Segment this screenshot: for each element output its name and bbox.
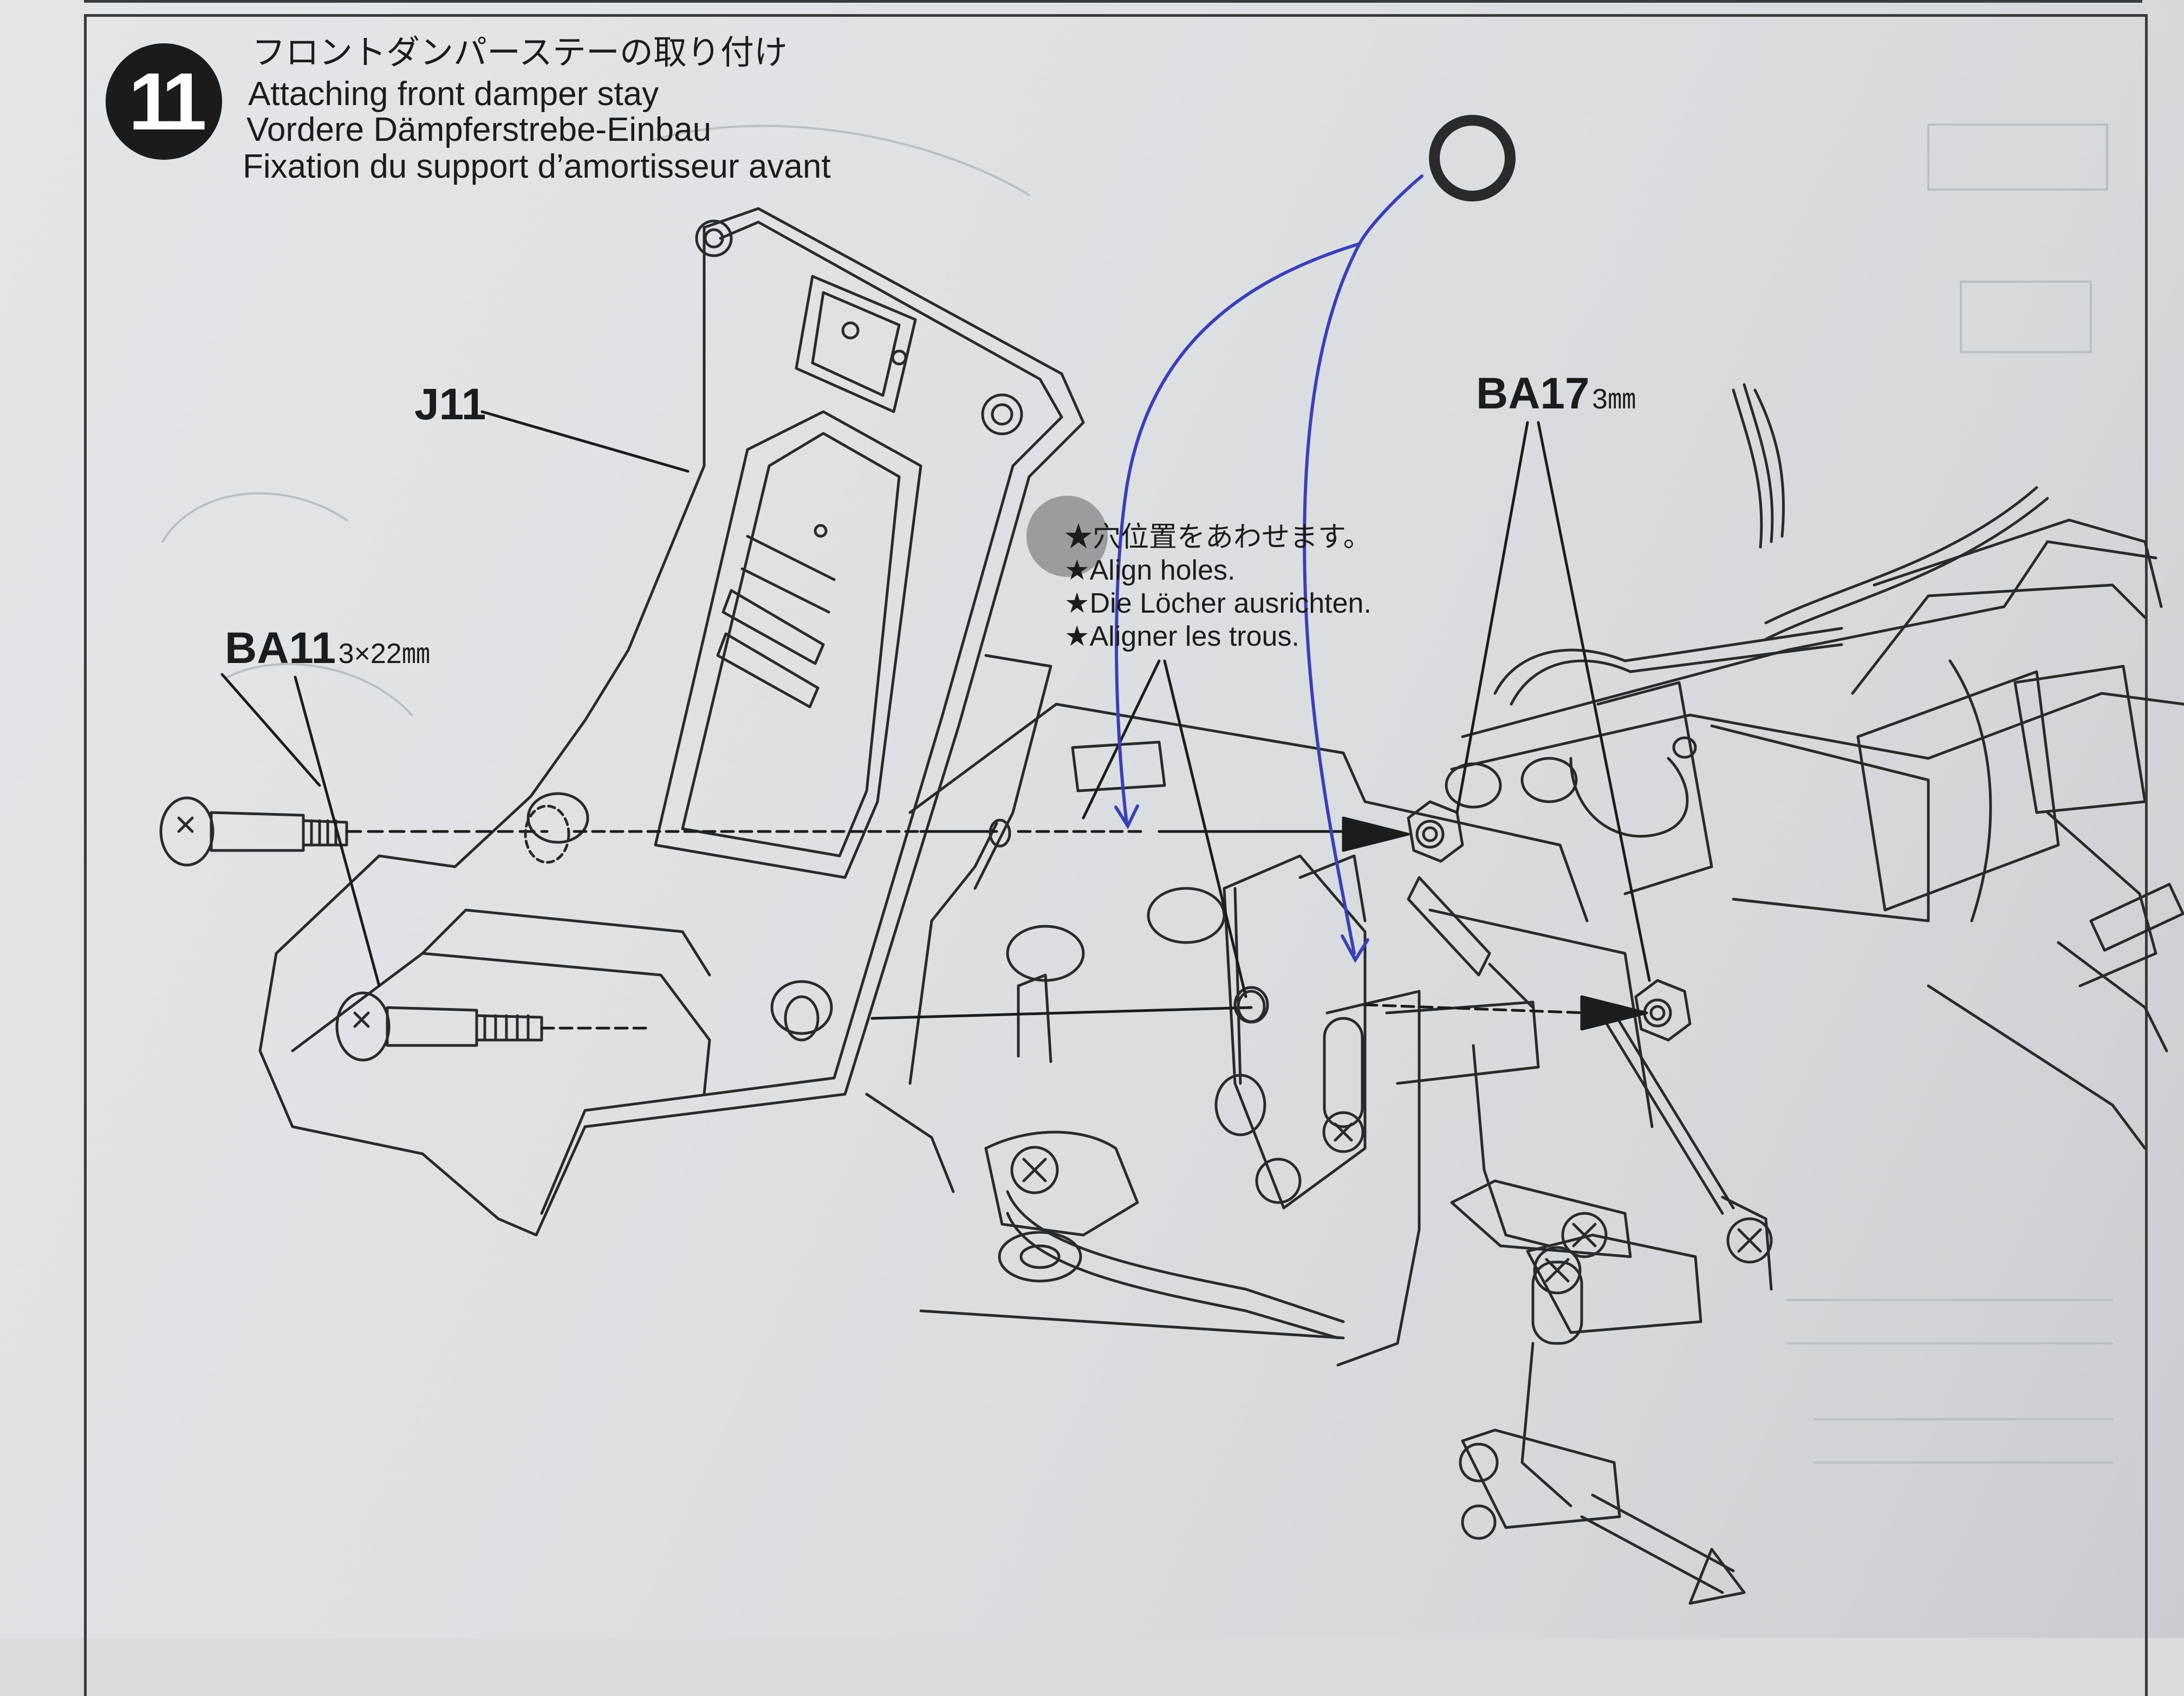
chassis-hole-lower (1237, 990, 1266, 1023)
plate-hole-lower (784, 995, 820, 1042)
arrow-head-upper (1342, 816, 1410, 852)
label-ba17: BA17 3㎜ (1476, 368, 1636, 419)
label-j11: J11 (414, 380, 486, 429)
ba17-size: 3㎜ (1592, 384, 1636, 415)
arrow-head-lower (1580, 995, 1648, 1031)
chassis-hole-upper (989, 818, 1011, 848)
ba11-code: BA11 (225, 623, 336, 673)
ba17-nut-lower (1634, 979, 1692, 1042)
step-title-en: Attaching front damper stay (248, 75, 659, 113)
step-frame (84, 14, 2148, 1696)
sticker-dot (1026, 496, 1108, 577)
note-en: ★Align holes. (1064, 555, 1236, 586)
step-title-de: Vordere Dämpferstrebe-Einbau (246, 111, 712, 148)
ba11-screw-lower (335, 991, 543, 1062)
step-title-fr: Fixation du support d’amortisseur avant (243, 148, 831, 185)
washer-sketch (1429, 115, 1516, 202)
note-jp: ★穴位置をあわせます。 (1064, 522, 1372, 553)
hidden-hole-upper (524, 804, 570, 864)
show-through-lines (161, 124, 2114, 1464)
page-top-border (84, 0, 2142, 24)
ba11-size: 3×22㎜ (338, 638, 430, 670)
assembly-illustration (159, 115, 2184, 1605)
step-number-badge: 11 (106, 43, 222, 160)
pen-annotation (1114, 174, 1424, 963)
note-block: ★穴位置をあわせます。 ★Align holes. ★Die Löcher au… (1064, 521, 1372, 653)
guide-lines (220, 410, 1651, 1030)
ba11-screw-upper (159, 796, 348, 867)
rear-chassis (1428, 383, 2184, 1150)
note-fr: ★Aligner les trous. (1064, 621, 1299, 652)
ba17-code: BA17 (1476, 369, 1590, 418)
ba17-nut-upper (1407, 800, 1464, 863)
step-title-jp: フロントダンパーステーの取り付け (252, 34, 788, 72)
label-ba11: BA11 3×22㎜ (225, 623, 430, 674)
note-de: ★Die Löcher ausrichten. (1064, 588, 1372, 619)
steering-knuckle (1407, 876, 1773, 1605)
j11-damper-stay (258, 207, 1085, 1237)
